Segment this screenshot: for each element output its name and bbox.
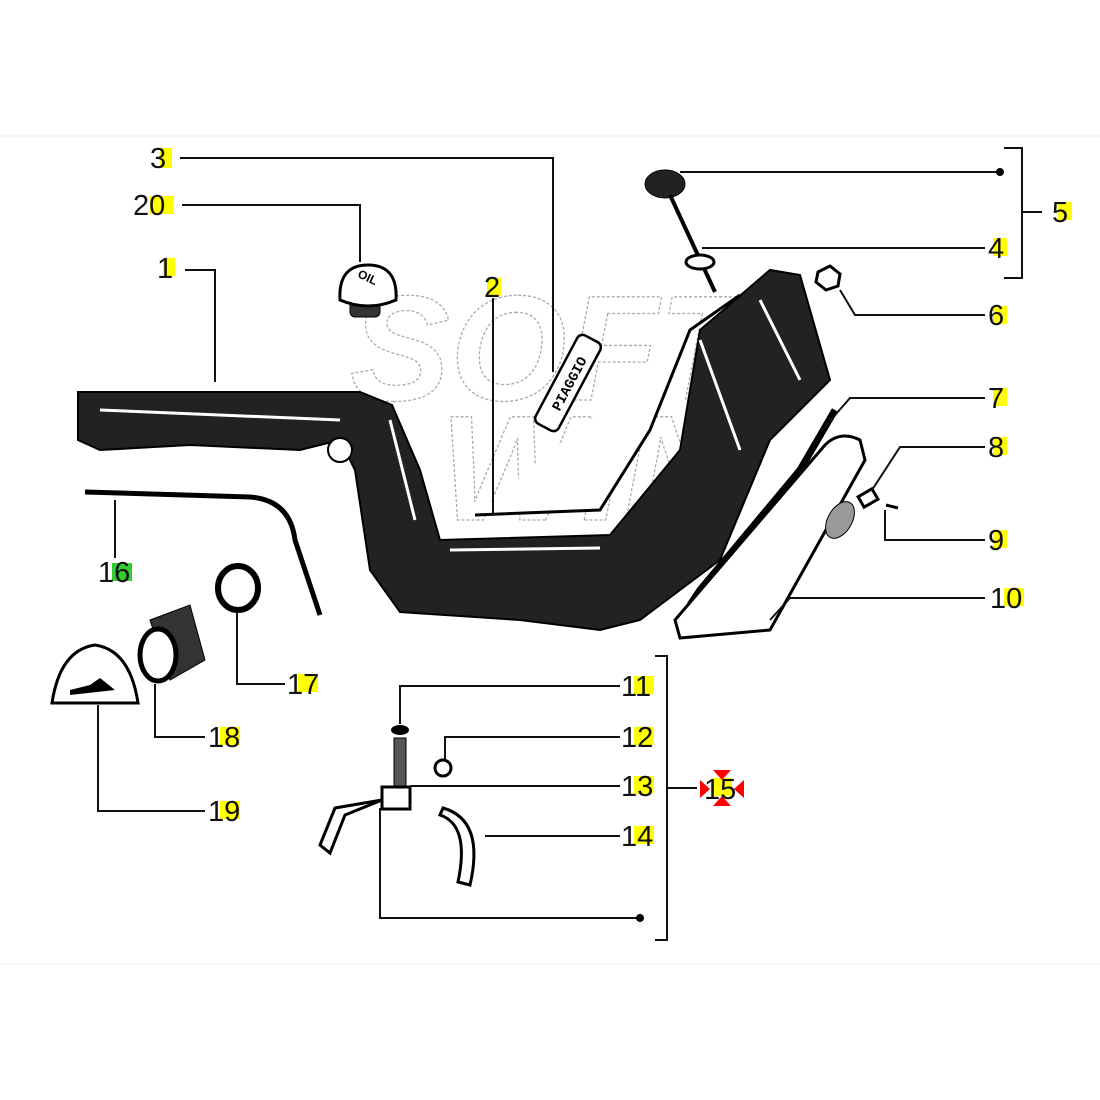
callout-numbers: 3 20 1 2 5 4 6 7 8 9 10 16 17 18 19 11 1… xyxy=(98,143,1068,853)
callout-10[interactable]: 10 xyxy=(990,583,1022,615)
leader-lines xyxy=(97,147,1042,941)
rail-part xyxy=(84,489,323,616)
callout-19[interactable]: 19 xyxy=(208,796,240,828)
cover-part xyxy=(673,434,867,640)
callout-highlights xyxy=(112,148,1072,844)
callout-15[interactable]: 15 xyxy=(704,774,736,806)
plug-part xyxy=(644,169,717,293)
callout-20[interactable]: 20 xyxy=(133,190,165,222)
ring-part xyxy=(215,563,261,613)
callout-18[interactable]: 18 xyxy=(208,722,240,754)
fuel-tap-part xyxy=(318,725,476,887)
selection-marker-15 xyxy=(700,770,744,806)
nut-part xyxy=(814,264,842,292)
screw-part xyxy=(885,503,899,510)
oil-label-plate xyxy=(50,643,140,705)
callout-3[interactable]: 3 xyxy=(150,143,166,175)
callout-12[interactable]: 12 xyxy=(621,722,653,754)
callout-11[interactable]: 11 xyxy=(621,671,651,703)
callout-6[interactable]: 6 xyxy=(988,300,1004,332)
callout-13[interactable]: 13 xyxy=(621,771,653,803)
callout-1[interactable]: 1 xyxy=(157,253,173,285)
callout-2[interactable]: 2 xyxy=(484,272,500,304)
callout-8[interactable]: 8 xyxy=(988,432,1004,464)
clip-part xyxy=(856,486,880,510)
callout-4[interactable]: 4 xyxy=(988,233,1004,265)
callout-16[interactable]: 16 xyxy=(98,557,130,589)
callout-5[interactable]: 5 xyxy=(1052,197,1068,229)
callout-7[interactable]: 7 xyxy=(988,383,1004,415)
oil-cap-part: OIL xyxy=(338,263,398,318)
callout-14[interactable]: 14 xyxy=(621,821,653,853)
callout-17[interactable]: 17 xyxy=(287,669,319,701)
callout-9[interactable]: 9 xyxy=(988,525,1004,557)
bushing-part xyxy=(137,604,206,684)
frame-part xyxy=(77,268,832,632)
